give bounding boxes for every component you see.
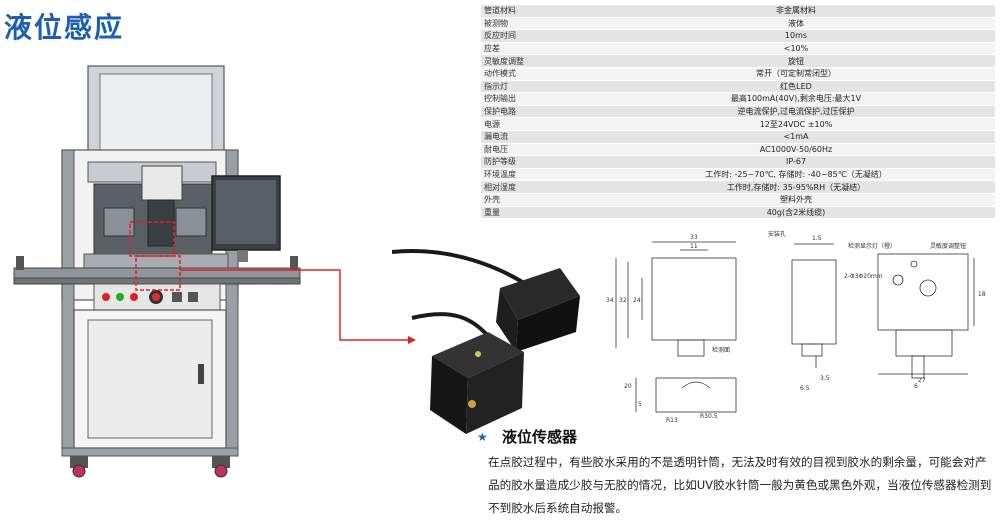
label-mount-holes-spec: 2-Φ3Φ20mm bbox=[844, 273, 883, 280]
spec-value: AC1000V-50/60Hz bbox=[597, 143, 995, 157]
spec-label: 相对湿度 bbox=[481, 180, 597, 194]
spec-value: 旋钮 bbox=[597, 54, 995, 68]
spec-row: 管道材料非金属材料 bbox=[481, 5, 995, 18]
dim-r305: R30.5 bbox=[700, 413, 718, 420]
spec-label: 灵敏度调整 bbox=[481, 54, 597, 68]
dim-6: 6 bbox=[914, 383, 918, 390]
spec-value: 工作时,存储时: 35-95%RH（无凝结） bbox=[597, 180, 995, 194]
dim-3-5: 3.5 bbox=[820, 375, 830, 382]
spec-label: 耐电压 bbox=[481, 143, 597, 157]
sensor-description: 在点胶过程中，有些胶水采用的不是透明针筒，无法及时有效的目视到胶水的剩余量，可能… bbox=[488, 455, 992, 515]
spec-value: 常开（可定制常闭型） bbox=[597, 67, 995, 81]
dim-6-5: 6.5 bbox=[800, 385, 810, 392]
spec-label: 防护等级 bbox=[481, 155, 597, 169]
spec-value: <10% bbox=[597, 42, 995, 56]
spec-row: 指示灯红色LED bbox=[481, 80, 995, 94]
spec-value: <1mA bbox=[597, 130, 995, 144]
spec-value: 逆电流保护,过电流保护,过压保护 bbox=[597, 105, 995, 119]
spec-value: 40g(含2米线缆) bbox=[597, 206, 995, 220]
dim-33: 33 bbox=[690, 234, 698, 241]
spec-value: 液体 bbox=[597, 17, 995, 31]
spec-label: 重量 bbox=[481, 206, 597, 220]
dim-27: 27 bbox=[918, 377, 926, 384]
label-mount-hole: 安装孔 bbox=[768, 230, 786, 238]
spec-value: 非金属材料 bbox=[597, 5, 995, 18]
spec-label: 控制输出 bbox=[481, 92, 597, 106]
spec-row: 环境温度工作时: -25~70℃, 存储时: -40~85℃（无凝结） bbox=[481, 168, 995, 182]
spec-row: 相对湿度工作时,存储时: 35-95%RH（无凝结） bbox=[481, 180, 995, 194]
spec-row: 保护电路逆电流保护,过电流保护,过压保护 bbox=[481, 105, 995, 119]
spec-label: 保护电路 bbox=[481, 105, 597, 119]
spec-value: 红色LED bbox=[597, 80, 995, 94]
star-bullet-icon: ★ bbox=[477, 430, 488, 444]
spec-label: 电源 bbox=[481, 117, 597, 131]
spec-label: 被测物 bbox=[481, 17, 597, 31]
spec-value: 12至24VDC ±10% bbox=[597, 117, 995, 131]
spec-row: 控制输出最高100mA(40V),剩余电压:最大1V bbox=[481, 92, 995, 106]
spec-value: 10ms bbox=[597, 29, 995, 43]
spec-row: 被测物液体 bbox=[481, 17, 995, 31]
spec-label: 动作模式 bbox=[481, 67, 597, 81]
spec-value: 最高100mA(40V),剩余电压:最大1V bbox=[597, 92, 995, 106]
spec-label: 环境温度 bbox=[481, 168, 597, 182]
spec-row: 应差<10% bbox=[481, 42, 995, 56]
dim-34: 34 bbox=[606, 297, 614, 304]
dim-5: 5 bbox=[638, 401, 642, 408]
spec-row: 动作模式常开（可定制常闭型） bbox=[481, 67, 995, 81]
dim-24: 24 bbox=[633, 297, 641, 304]
spec-row: 外壳塑料外壳 bbox=[481, 193, 995, 207]
spec-label: 应差 bbox=[481, 42, 597, 56]
dispensing-machine-illustration bbox=[13, 65, 416, 478]
spec-row: 灵敏度调整旋钮 bbox=[481, 54, 995, 68]
spec-value: IP-67 bbox=[597, 155, 995, 169]
spec-label: 管道材料 bbox=[481, 5, 597, 18]
spec-label: 指示灯 bbox=[481, 80, 597, 94]
page-title: 液位感应 bbox=[4, 11, 125, 44]
dim-20: 20 bbox=[624, 383, 632, 390]
label-indicator-lamp: 检测显示灯（橙） bbox=[848, 242, 896, 250]
sensor-title: 液位传感器 bbox=[502, 428, 578, 446]
dim-11: 11 bbox=[690, 243, 698, 250]
spec-value: 塑料外壳 bbox=[597, 193, 995, 207]
label-detect-face: 检测面 bbox=[712, 346, 730, 354]
dim-r13: R13 bbox=[666, 417, 678, 424]
dim-32: 32 bbox=[619, 297, 627, 304]
dimension-drawing: 33 11 34 32 24 20 5 R13 R30.5 检测面 安装孔 1.… bbox=[606, 230, 986, 424]
spec-label: 外壳 bbox=[481, 193, 597, 207]
spec-label: 反应时间 bbox=[481, 29, 597, 43]
spec-value: 工作时: -25~70℃, 存储时: -40~85℃（无凝结） bbox=[597, 168, 995, 182]
level-sensor-photo bbox=[392, 249, 580, 434]
spec-row: 漏电流<1mA bbox=[481, 130, 995, 144]
dim-1-5: 1.5 bbox=[812, 235, 822, 242]
label-sensitivity-knob: 灵敏度调整钮 bbox=[930, 242, 966, 250]
dim-18: 18 bbox=[978, 291, 986, 298]
spec-label: 漏电流 bbox=[481, 130, 597, 144]
